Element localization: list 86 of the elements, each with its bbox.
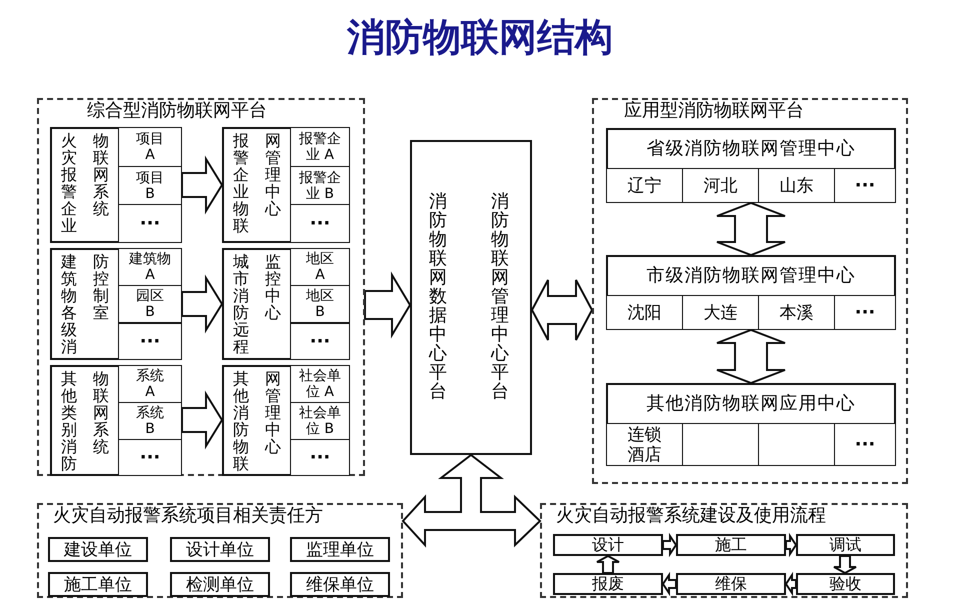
- vertical-label: 其他消防物联网管理中心: [232, 370, 282, 472]
- step-box: 设计: [553, 534, 663, 556]
- item-cell: 连锁酒店: [606, 423, 683, 466]
- item-cell: 报警企业 A: [290, 127, 350, 167]
- vertical-label: 其他类别消防物联网系统: [60, 370, 110, 472]
- double-block-arrow: [716, 202, 786, 256]
- item-cell: ···: [290, 204, 350, 243]
- header-label: 市级消防物联网管理中心: [646, 264, 856, 288]
- system-box: [50, 365, 182, 476]
- item-cell: 社会单位 B: [290, 402, 350, 440]
- dashed-panel: [592, 98, 908, 484]
- item-cell: 大连: [682, 295, 759, 330]
- vertical-label: 消防物联网管理中心平台: [490, 192, 510, 401]
- item-cell: ···: [290, 323, 350, 360]
- item-cell: [758, 423, 835, 466]
- item-cell: 项目 B: [118, 166, 182, 206]
- double-block-arrow: [530, 279, 594, 341]
- block-arrow: [364, 271, 412, 339]
- item-cell: 社会单位 A: [290, 365, 350, 403]
- unit-box: 设计单位: [170, 537, 270, 562]
- block-arrow: [784, 572, 797, 596]
- block-arrow: [833, 555, 857, 574]
- vertical-label: 城市消防远程监控中心: [232, 253, 282, 355]
- center-box: [606, 383, 896, 466]
- double-block-arrow: [716, 328, 786, 384]
- header-label: 其他消防物联网应用中心: [646, 392, 856, 416]
- vertical-label: 报警企业物联网管理中心: [232, 132, 282, 234]
- vertical-label: 火灾报警企业物联网系统: [60, 132, 110, 234]
- item-cell: ···: [118, 204, 182, 243]
- item-cell: ···: [834, 168, 896, 203]
- vertical-label: 建筑物各级消防控制室: [60, 253, 110, 355]
- item-cell: 山东: [758, 168, 835, 203]
- item-cell: 本溪: [758, 295, 835, 330]
- block-arrow: [596, 554, 620, 574]
- system-box: [222, 127, 350, 243]
- system-box: [50, 127, 182, 243]
- item-cell: 河北: [682, 168, 759, 203]
- block-arrow: [662, 532, 678, 558]
- step-box: 施工: [676, 534, 786, 556]
- unit-box: 维保单位: [290, 572, 390, 597]
- unit-box: 施工单位: [48, 572, 148, 597]
- step-box: 验收: [796, 573, 895, 595]
- system-box: [222, 248, 350, 360]
- item-cell: 园区 B: [118, 285, 182, 323]
- step-box: 报废: [553, 573, 663, 595]
- dashed-panel: [37, 503, 403, 598]
- panel-heading: 应用型消防物联网平台: [624, 100, 804, 122]
- item-cell: ···: [118, 323, 182, 360]
- item-cell: ···: [834, 423, 896, 466]
- unit-box: 监理单位: [290, 537, 390, 562]
- item-cell: 地区 A: [290, 248, 350, 286]
- block-arrow: [181, 274, 224, 334]
- title: 消防物联网结构: [346, 14, 614, 61]
- platform-box: [410, 140, 532, 455]
- block-arrow: [181, 390, 224, 450]
- system-box: [50, 248, 182, 360]
- item-cell: ···: [834, 295, 896, 330]
- item-cell: ···: [118, 439, 182, 476]
- item-cell: 报警企业 B: [290, 166, 350, 206]
- dashed-panel: [37, 98, 365, 476]
- item-cell: 系统 B: [118, 402, 182, 440]
- t-arrow: [402, 454, 542, 548]
- item-cell: 建筑物 A: [118, 248, 182, 286]
- item-cell: ···: [290, 439, 350, 476]
- block-arrow: [181, 155, 224, 215]
- item-cell: 辽宁: [606, 168, 683, 203]
- header-label: 省级消防物联网管理中心: [646, 137, 856, 161]
- unit-box: 建设单位: [48, 537, 148, 562]
- center-box: [606, 255, 896, 330]
- center-box: [606, 128, 896, 203]
- step-box: 维保: [676, 573, 786, 595]
- panel-heading: 火灾自动报警系统建设及使用流程: [556, 505, 826, 527]
- panel-heading: 火灾自动报警系统项目相关责任方: [53, 505, 323, 527]
- dashed-panel: [540, 503, 908, 598]
- unit-box: 检测单位: [170, 572, 270, 597]
- item-cell: 地区 B: [290, 285, 350, 323]
- item-cell: 沈阳: [606, 295, 683, 330]
- item-cell: [682, 423, 759, 466]
- step-box: 调试: [796, 534, 895, 556]
- system-box: [222, 365, 350, 476]
- item-cell: 系统 A: [118, 365, 182, 403]
- block-arrow: [662, 572, 677, 596]
- item-cell: 项目 A: [118, 127, 182, 167]
- panel-heading: 综合型消防物联网平台: [87, 100, 267, 122]
- block-arrow: [785, 532, 798, 558]
- vertical-label: 消防物联网数据中心平台: [428, 192, 448, 401]
